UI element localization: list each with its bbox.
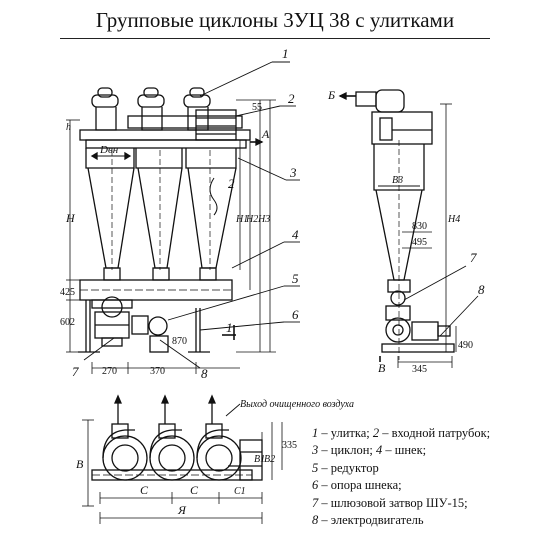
front-view: [66, 61, 300, 374]
label-Dvn: Dвн: [99, 144, 119, 156]
dim-370: 370: [150, 366, 165, 377]
legend-row: 7 – шлюзовой затвор ШУ-15;: [312, 495, 468, 510]
snail-top-1: [91, 87, 119, 131]
callout-2: 2: [288, 91, 295, 106]
screw-conveyor: [79, 279, 233, 309]
label-C-2: C: [190, 483, 199, 497]
side-dimensions: [397, 103, 457, 368]
label-H: H: [65, 211, 76, 225]
callout-6: 6: [292, 307, 299, 322]
plan-conveyor: [91, 469, 253, 481]
label-C1: C1: [234, 486, 246, 497]
plan-view: [82, 394, 283, 524]
callout-1-small: 1: [226, 320, 233, 335]
dimension-values: 55 425 602 270 370 870 830 495 345 490 3…: [60, 102, 473, 451]
dim-870: 870: [172, 336, 187, 347]
side-inlet: [338, 89, 405, 113]
label-H1: H1: [235, 214, 248, 225]
title-underline: [60, 38, 490, 39]
dim-270: 270: [102, 366, 117, 377]
front-leaders: [83, 61, 300, 369]
top-plate-lower: [85, 139, 247, 149]
plan-dimensions: [82, 419, 283, 524]
label-h: h: [66, 122, 71, 133]
label-section-B: Б: [327, 88, 335, 102]
callout-2-small: 2: [228, 176, 235, 191]
callout-labels: 1 2 3 4 5 6 7 8 2 1 7 8: [72, 46, 485, 381]
inlet-duct: [127, 109, 243, 141]
dim-602: 602: [60, 317, 75, 328]
label-B: B: [76, 457, 84, 471]
legend-row: 3 – циклон; 4 – шнек;: [312, 443, 427, 458]
dim-490: 490: [458, 340, 473, 351]
legend-row: 8 – электродвигатель: [312, 513, 424, 528]
callout-1: 1: [282, 46, 289, 61]
legend-row: 5 – редуктор: [312, 460, 379, 475]
side-leaders: [403, 265, 479, 337]
section-arrow-A-bottom: [222, 325, 236, 340]
front-dimensions: [66, 99, 276, 374]
label-B3: B3: [392, 175, 403, 186]
dim-830: 830: [412, 221, 427, 232]
side-snail-box: [371, 111, 433, 145]
legend-row: 6 – опора шнека;: [312, 478, 402, 493]
dim-55: 55: [252, 102, 262, 113]
callout-7-side: 7: [470, 250, 477, 265]
label-B2: B2: [264, 454, 275, 465]
top-plate: [79, 129, 251, 141]
callout-8-side: 8: [478, 282, 485, 297]
cyclone-bodies: [85, 148, 237, 270]
sluice-gate: [94, 296, 130, 347]
legend: 1 – улитка; 2 – входной патрубок; 3 – ци…: [312, 425, 547, 529]
exit-air-label: Выход очищенного воздуха: [240, 399, 354, 410]
dim-345: 345: [412, 364, 427, 375]
gearbox: [131, 315, 169, 353]
label-section-V: В: [378, 361, 386, 375]
callout-3: 3: [289, 165, 297, 180]
label-section-A: А: [261, 127, 270, 141]
label-Ya: Я: [177, 503, 187, 517]
dim-335: 335: [282, 440, 297, 451]
dim-425: 425: [60, 287, 75, 298]
callout-4: 4: [292, 227, 299, 242]
label-B1: B1: [254, 454, 265, 465]
side-view: [338, 89, 479, 368]
callout-7: 7: [72, 364, 79, 379]
callout-8: 8: [201, 366, 208, 381]
side-sluice: [381, 279, 455, 353]
exit-leader: [225, 403, 241, 417]
plan-snails: [102, 423, 242, 481]
callout-5: 5: [292, 271, 299, 286]
section-arrow-A-top: [250, 137, 264, 147]
label-H2: H2: [245, 214, 258, 225]
legend-row: 1 – улитка; 2 – входной патрубок;: [312, 426, 491, 440]
label-C: C: [140, 483, 149, 497]
label-H4: H4: [447, 214, 460, 225]
page-title: Групповые циклоны 3УЦ 38 с улитками: [95, 8, 455, 32]
plan-outlet-arrows: [114, 394, 216, 424]
dimension-labels: А Б В Dвн H H1 H2 H3 H4 B3 B1 B2 B C C C…: [65, 88, 460, 517]
label-H3: H3: [257, 214, 270, 225]
snail-top-3: [183, 87, 211, 131]
snail-top-2: [137, 87, 165, 131]
dim-495: 495: [412, 237, 427, 248]
side-cyclone: [373, 140, 425, 360]
